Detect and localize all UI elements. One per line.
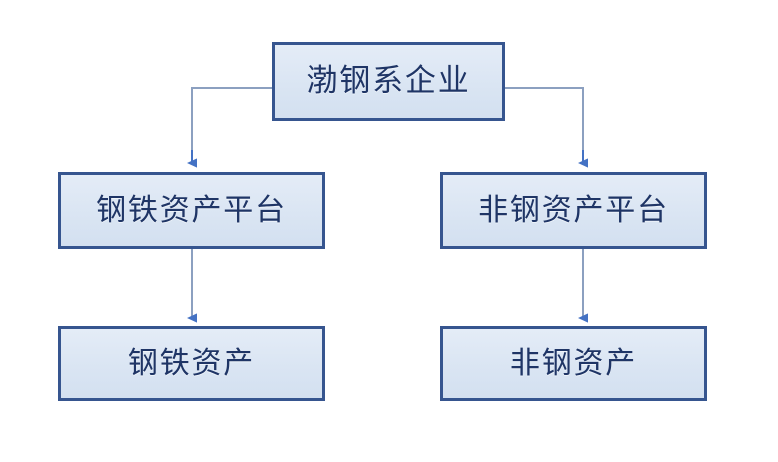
node-nonsteel-platform-label: 非钢资产平台 [478, 194, 669, 227]
node-steel-asset[interactable]: 钢铁资产 [58, 326, 325, 401]
node-steel-platform-label: 钢铁资产平台 [96, 194, 287, 227]
edge-root-to-steel-platform [191, 87, 272, 163]
edge-root-to-nonsteel-platform [505, 87, 584, 163]
node-root-label: 渤钢系企业 [306, 63, 471, 99]
node-steel-platform[interactable]: 钢铁资产平台 [58, 172, 325, 249]
node-nonsteel-platform[interactable]: 非钢资产平台 [440, 172, 707, 249]
node-steel-asset-label: 钢铁资产 [127, 347, 256, 380]
node-nonsteel-asset-label: 非钢资产 [509, 347, 638, 380]
node-nonsteel-asset[interactable]: 非钢资产 [440, 326, 707, 401]
node-root[interactable]: 渤钢系企业 [272, 42, 505, 121]
